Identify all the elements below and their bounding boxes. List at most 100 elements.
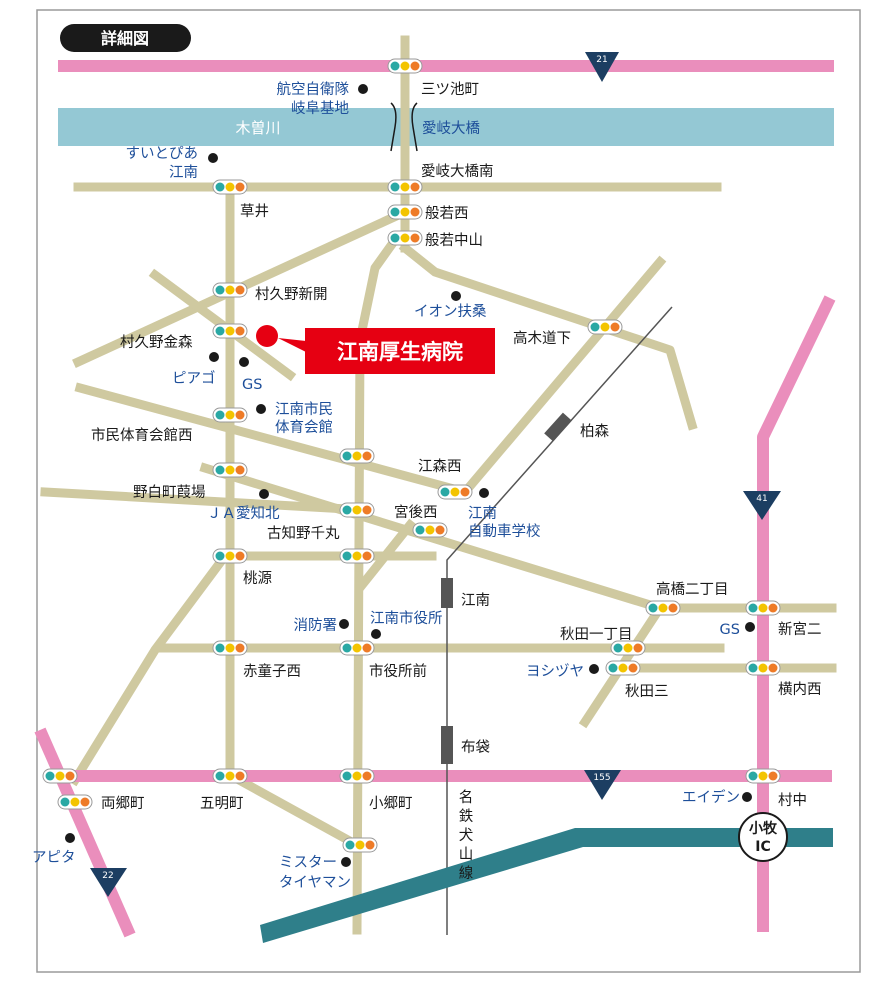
label-mister-tireman-2: タイヤマン — [279, 874, 351, 891]
traffic-signal-icon — [387, 58, 423, 74]
traffic-signal-icon — [745, 768, 781, 784]
landmark-dots — [65, 84, 755, 867]
river-label: 木曽川 — [235, 119, 280, 137]
traffic-signal-icon — [587, 319, 623, 335]
traffic-signal-icon — [745, 660, 781, 676]
svg-text:21: 21 — [596, 55, 607, 65]
traffic-signal-icon — [212, 768, 248, 784]
svg-text:155: 155 — [593, 773, 610, 783]
landmark-dot-icon — [65, 833, 75, 843]
traffic-signal-icon — [605, 660, 641, 676]
label-shimin-taiikukan-nishi: 市民体育会館西 — [91, 427, 193, 444]
landmark-dot-icon — [208, 153, 218, 163]
label-emorinishi: 江森西 — [418, 458, 462, 475]
svg-text:41: 41 — [756, 494, 767, 504]
label-taiikukan-2: 体育会館 — [275, 419, 333, 436]
traffic-signal-icon — [212, 407, 248, 423]
svg-text:線: 線 — [459, 865, 474, 882]
label-akadoji-nishi: 赤童子西 — [243, 662, 301, 680]
landmark-dot-icon — [209, 352, 219, 362]
landmark-dot-icon — [256, 404, 266, 414]
label-hannyanishi: 般若西 — [425, 205, 469, 222]
traffic-signal-icon — [645, 600, 681, 616]
traffic-signal-icon — [339, 502, 375, 518]
label-apita: アピタ — [32, 849, 76, 866]
hospital-marker: 江南厚生病院 — [256, 325, 495, 374]
label-yokouchi-nishi: 横内西 — [778, 681, 822, 698]
label-suitopia-2: 江南 — [169, 164, 198, 181]
station-hotei: 布袋 — [461, 739, 490, 756]
landmark-dot-icon — [745, 622, 755, 632]
label-akitasan: 秋田三 — [625, 683, 669, 700]
traffic-signal-icon — [610, 640, 646, 656]
route-markers: 21 41 155 22 — [90, 52, 781, 897]
intersection-labels: 三ツ池町 愛岐大橋南 草井 般若西 般若中山 村久野新開 村久野金森 高木道下 … — [91, 81, 822, 812]
stations — [441, 412, 572, 764]
station-konan: 江南 — [461, 592, 490, 609]
railway-name: 名 鉄 犬 山 線 — [459, 789, 474, 882]
label-muranaka: 村中 — [778, 792, 807, 809]
label-gs-1: GS — [242, 377, 262, 393]
traffic-signal-icon — [387, 179, 423, 195]
komaki-ic: 小牧 IC — [738, 812, 788, 862]
bridge-label: 愛岐大橋 — [422, 120, 480, 137]
svg-text:犬: 犬 — [459, 827, 474, 844]
bridge-marker — [390, 102, 418, 152]
traffic-signal-icon — [339, 640, 375, 656]
kiso-river — [58, 108, 834, 146]
label-yoshizuya: ヨシヅヤ — [526, 663, 584, 680]
label-nojirocho-komoba: 野白町葭場 — [133, 484, 206, 501]
traffic-signal-icon — [387, 230, 423, 246]
label-gs-2: GS — [720, 622, 740, 638]
label-suitopia-1: すいとぴあ — [126, 145, 199, 162]
traffic-signal-icon — [339, 548, 375, 564]
label-eiden: エイデン — [682, 788, 740, 806]
traffic-signal-icon — [342, 837, 378, 853]
label-taiikukan-1: 江南市民 — [275, 401, 333, 418]
traffic-signals — [42, 58, 781, 853]
label-kochino-senmaru: 古知野千丸 — [267, 525, 340, 542]
label-jidosha-gakko-1: 江南 — [468, 505, 497, 522]
landmark-dot-icon — [239, 357, 249, 367]
label-shobosho: 消防署 — [294, 617, 338, 634]
traffic-signal-icon — [212, 282, 248, 298]
traffic-signal-icon — [387, 204, 423, 220]
svg-text:山: 山 — [459, 846, 474, 863]
label-ryogocho: 両郷町 — [101, 795, 145, 812]
traffic-signal-icon — [212, 640, 248, 656]
hospital-label: 江南厚生病院 — [337, 340, 463, 364]
label-takahashi-nichome: 高橋二丁目 — [656, 581, 729, 598]
label-murakuno-kanamori: 村久野金森 — [120, 334, 193, 351]
label-gomyocho: 五明町 — [200, 796, 244, 812]
landmark-dot-icon — [742, 792, 752, 802]
traffic-signal-icon — [745, 600, 781, 616]
label-jieitai-1: 航空自衛隊 — [277, 81, 350, 98]
label-shiyakusho-mae: 市役所前 — [369, 663, 427, 680]
label-murakuno-shinkai: 村久野新開 — [255, 286, 328, 303]
svg-text:鉄: 鉄 — [459, 808, 474, 825]
landmark-dot-icon — [479, 488, 489, 498]
page-title: 詳細図 — [101, 29, 149, 48]
label-shinmiyani: 新宮二 — [778, 621, 822, 638]
traffic-signal-icon — [57, 794, 93, 810]
label-takagi-michishita: 高木道下 — [513, 330, 571, 347]
label-aeon: イオン扶桑 — [414, 303, 487, 320]
label-akita-icchome: 秋田一丁目 — [560, 626, 633, 643]
traffic-signal-icon — [42, 768, 78, 784]
label-hannya-nakayama: 般若中山 — [425, 232, 483, 249]
traffic-signal-icon — [412, 522, 448, 538]
landmark-dot-icon — [451, 291, 461, 301]
landmark-labels: 航空自衛隊 岐阜基地 すいとぴあ 江南 イオン扶桑 ピアゴ GS 江南市民 体育… — [32, 81, 740, 891]
label-piago: ピアゴ — [172, 369, 216, 387]
label-momogahara: 桃源 — [243, 570, 272, 587]
landmark-dot-icon — [589, 664, 599, 674]
traffic-signal-icon — [437, 484, 473, 500]
label-mister-tireman-1: ミスター — [279, 854, 337, 871]
landmark-dot-icon — [339, 619, 349, 629]
label-jidosha-gakko-2: 自動車学校 — [468, 523, 541, 540]
label-mitsuikecho: 三ツ池町 — [421, 81, 479, 98]
traffic-signal-icon — [339, 768, 375, 784]
landmark-dot-icon — [341, 857, 351, 867]
traffic-signal-icon — [212, 323, 248, 339]
